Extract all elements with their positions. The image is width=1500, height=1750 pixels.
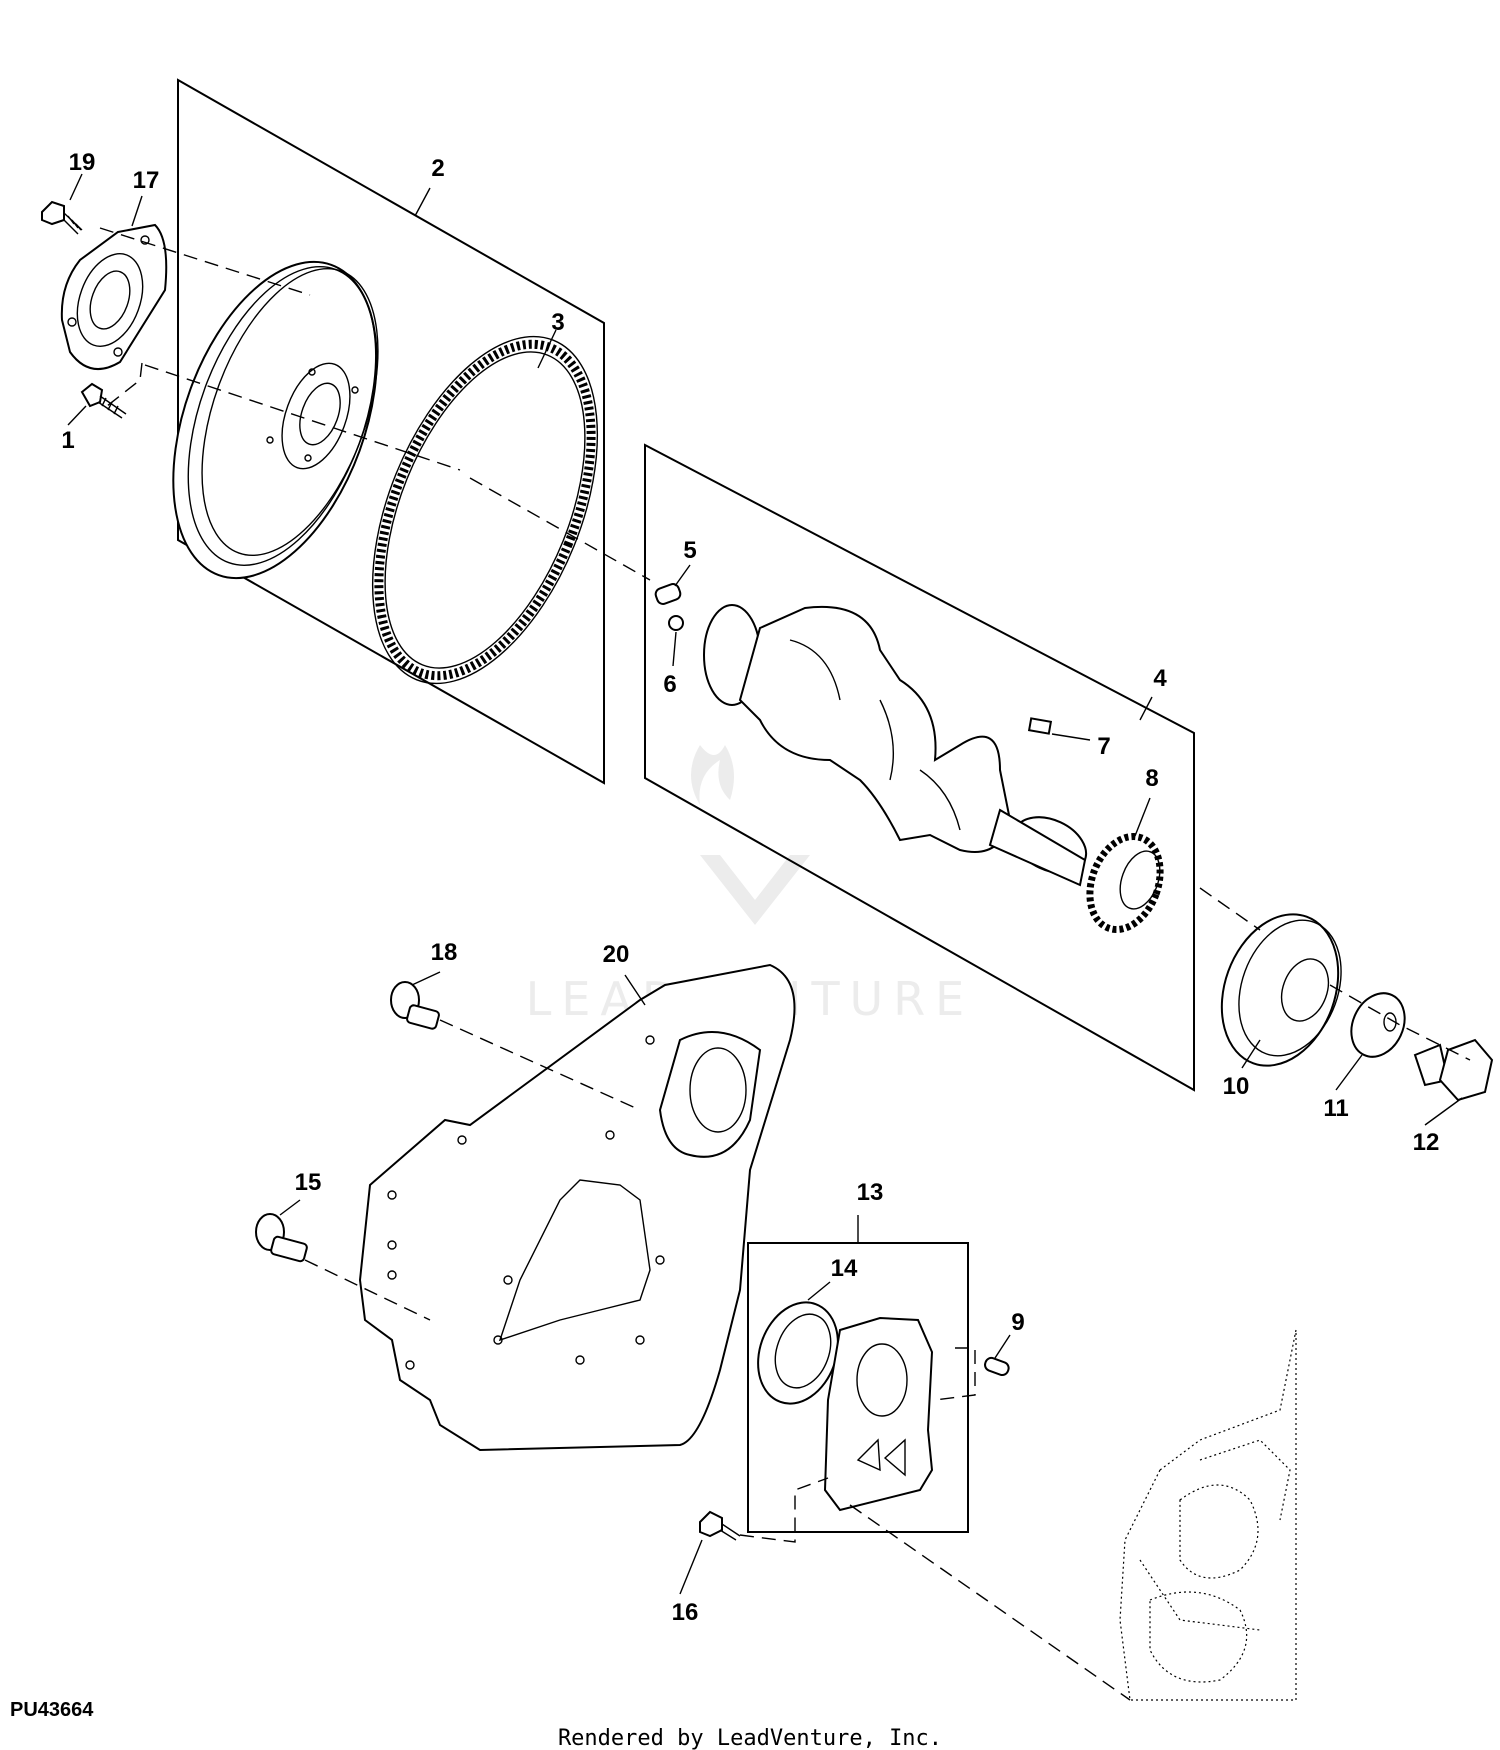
part-pin-9 xyxy=(984,1356,1010,1376)
callout-19: 19 xyxy=(69,149,96,176)
callout-8: 8 xyxy=(1145,765,1158,792)
part-bushing-6 xyxy=(668,615,684,631)
part-ring-gear-3 xyxy=(371,335,599,685)
assembly-lines xyxy=(99,227,1471,1701)
callout-5: 5 xyxy=(683,537,696,564)
callout-17: 17 xyxy=(133,167,160,194)
part-gear-8 xyxy=(1086,833,1164,933)
callout-labels: 19 17 1 2 3 5 6 4 7 8 10 11 12 18 20 15 … xyxy=(61,149,1439,1626)
callout-3: 3 xyxy=(551,309,564,336)
callout-9: 9 xyxy=(1011,1309,1024,1336)
part-bolt-16 xyxy=(699,1510,741,1541)
callout-4: 4 xyxy=(1153,665,1167,692)
callout-13: 13 xyxy=(857,1179,884,1206)
part-bolt-18 xyxy=(390,981,440,1030)
part-bolt-19 xyxy=(41,200,83,235)
figure-id: PU43664 xyxy=(10,1699,94,1721)
callout-18: 18 xyxy=(431,939,458,966)
part-bolt-12 xyxy=(1413,1038,1494,1102)
group-frame-crankshaft xyxy=(644,443,1195,1092)
callout-7: 7 xyxy=(1097,733,1110,760)
group-frame-flywheel xyxy=(177,78,605,785)
part-bolt-1 xyxy=(80,382,127,419)
engine-block xyxy=(1119,1329,1297,1701)
callout-2: 2 xyxy=(431,155,444,182)
callout-14: 14 xyxy=(831,1255,858,1282)
render-credit: Rendered by LeadVenture, Inc. xyxy=(558,1726,942,1750)
part-crankshaft-4 xyxy=(703,604,1088,887)
part-housing-13 xyxy=(823,1316,934,1512)
part-bolt-15 xyxy=(255,1213,308,1263)
part-pin-5 xyxy=(654,583,682,605)
leader-lines xyxy=(67,173,1463,1595)
callout-16: 16 xyxy=(672,1599,699,1626)
part-washer-11 xyxy=(1350,992,1406,1058)
callout-10: 10 xyxy=(1223,1073,1250,1100)
callout-15: 15 xyxy=(295,1169,322,1196)
part-plate-17 xyxy=(60,223,168,371)
callout-12: 12 xyxy=(1413,1129,1440,1156)
callout-6: 6 xyxy=(663,671,676,698)
part-pulley-10 xyxy=(1220,913,1342,1067)
callout-11: 11 xyxy=(1323,1095,1348,1122)
part-engine-plate-20 xyxy=(358,963,796,1452)
callout-20: 20 xyxy=(603,941,630,968)
part-flywheel-2 xyxy=(172,260,379,580)
callout-1: 1 xyxy=(61,427,74,454)
